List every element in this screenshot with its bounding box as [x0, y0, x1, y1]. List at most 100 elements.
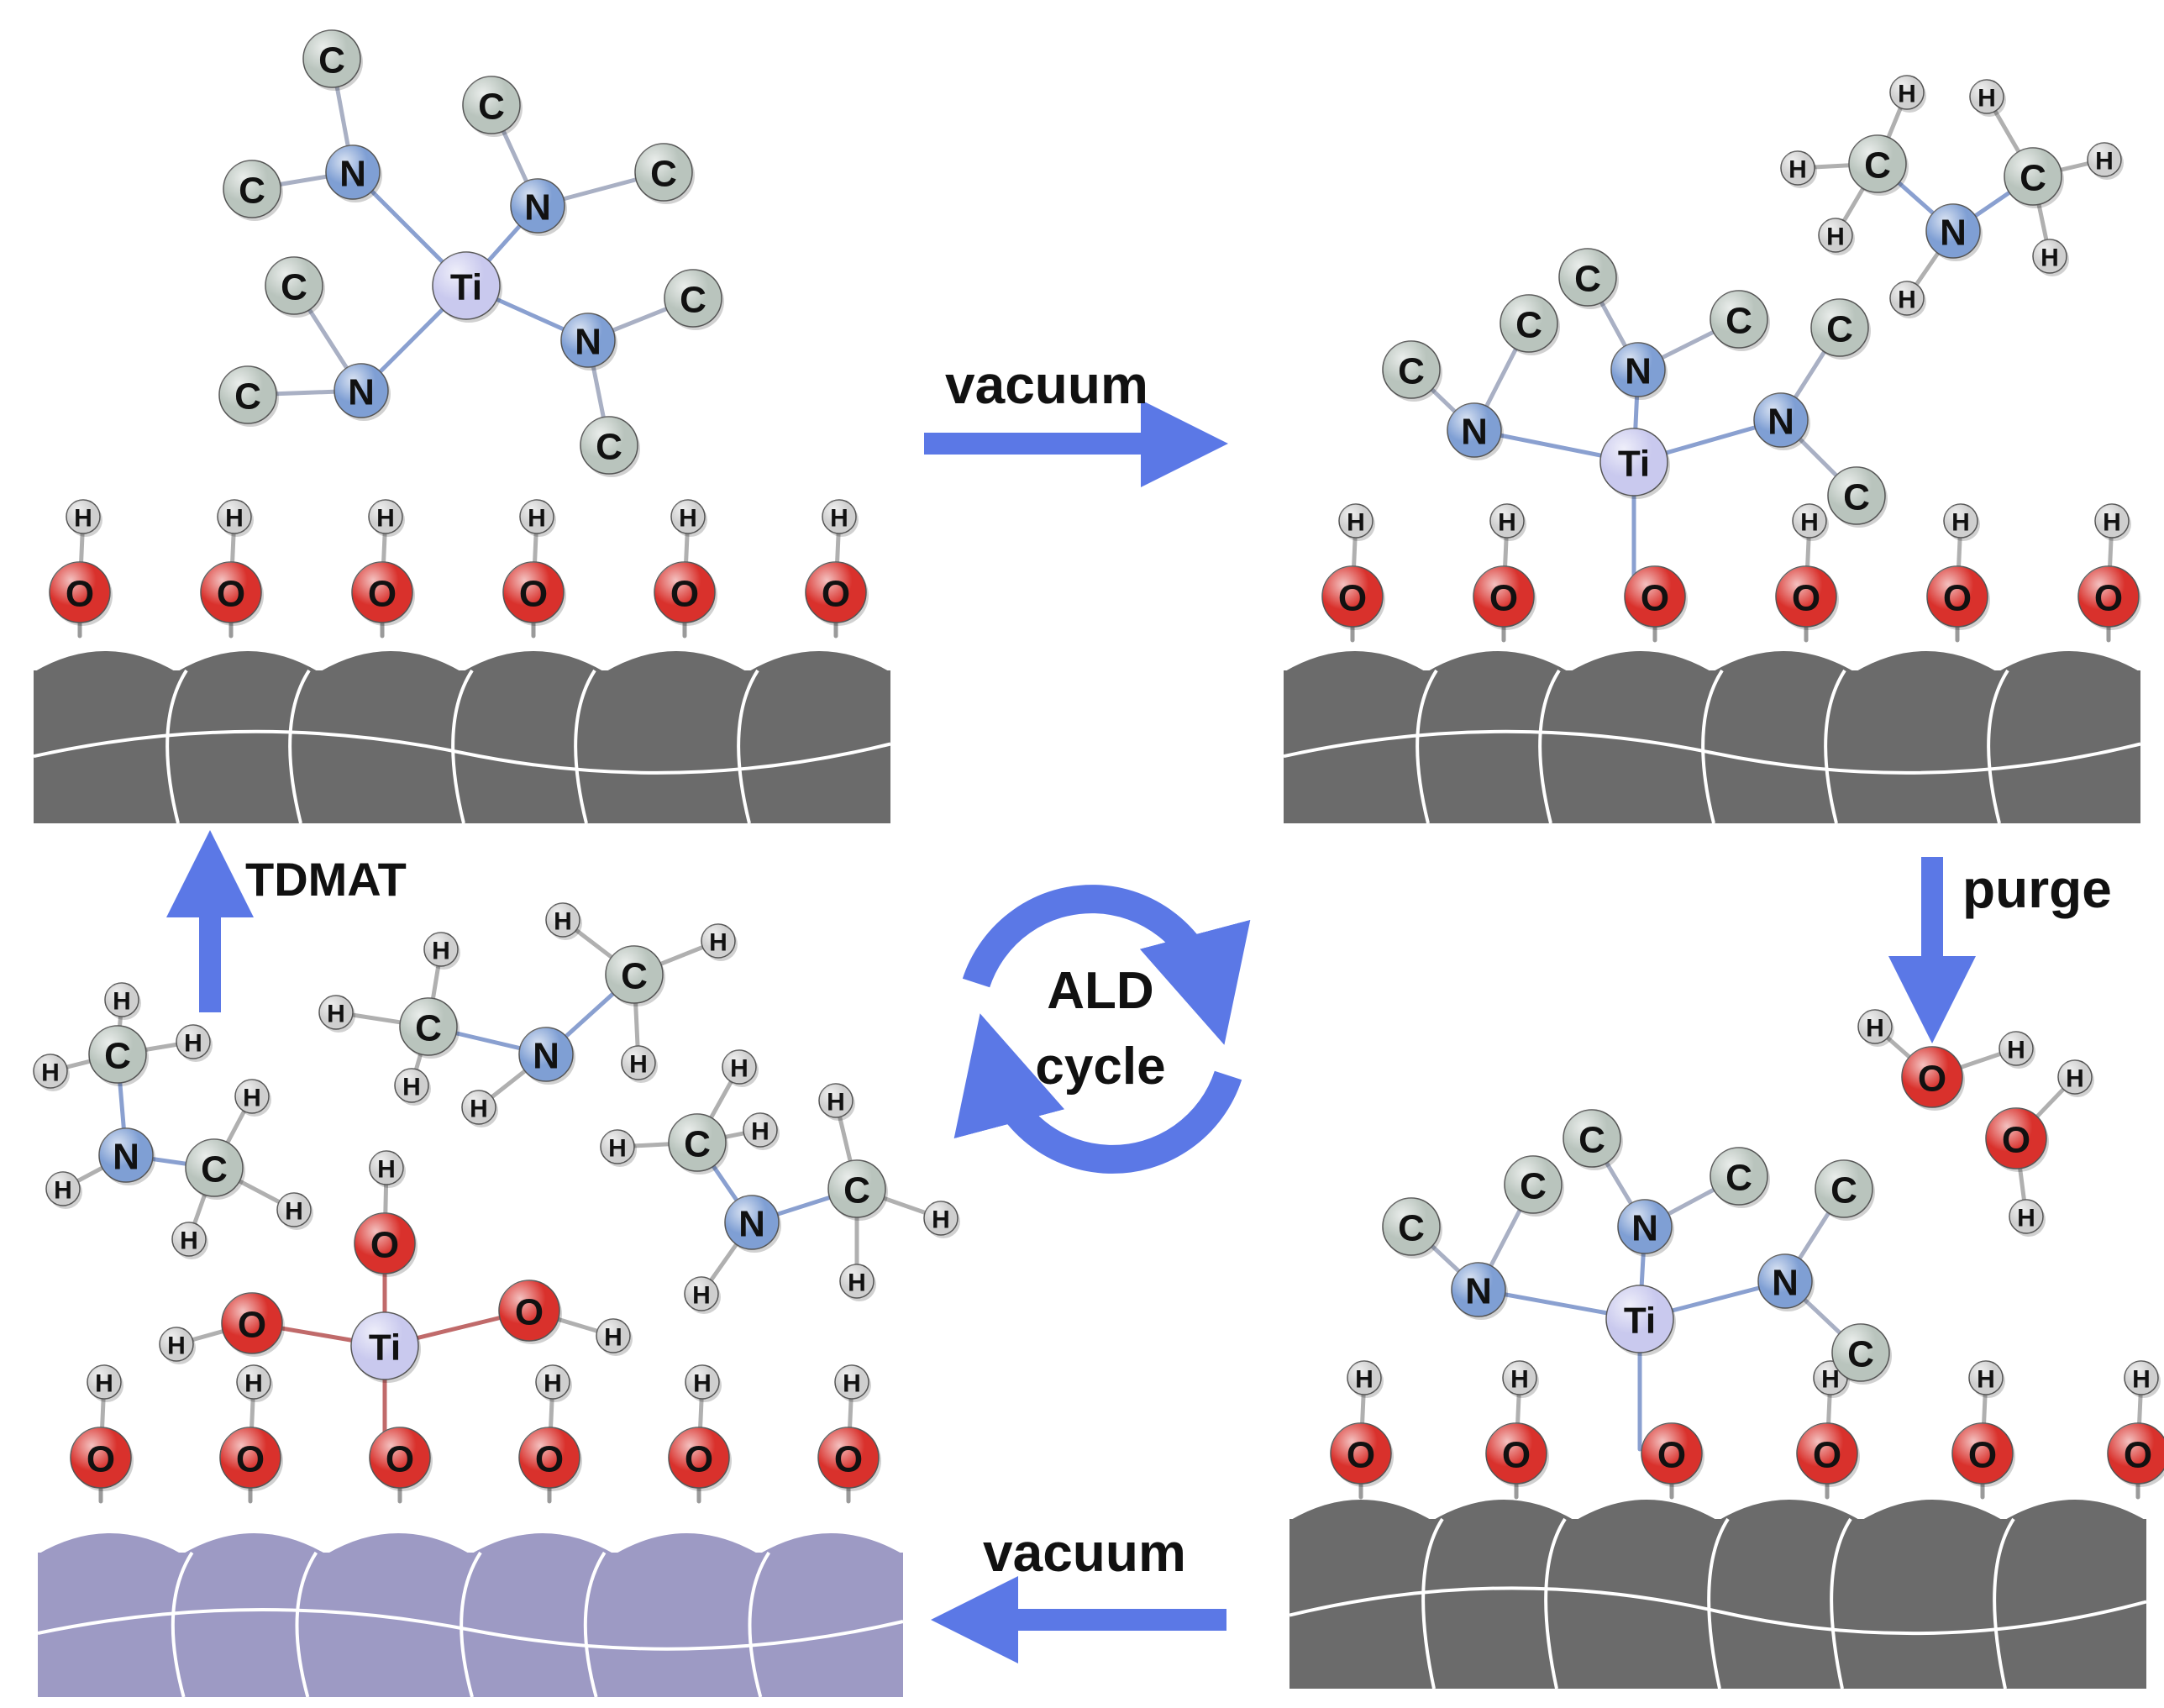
o-atom-label: O: [2002, 1120, 2030, 1161]
h-atom: H: [104, 982, 141, 1020]
h-atom: H: [1943, 503, 1980, 541]
h-atom-label: H: [1977, 1366, 1995, 1394]
h-atom: H: [545, 902, 582, 940]
n-atom-label: N: [524, 187, 551, 229]
h-atom-label: H: [1898, 81, 1916, 108]
h-atom-label: H: [1898, 286, 1916, 314]
h-atom-label: H: [377, 1156, 396, 1184]
h-atom-label: H: [843, 1370, 861, 1398]
tdmat-arrow: TDMAT: [166, 830, 407, 1012]
h-atom: H: [234, 1079, 271, 1117]
h-atom: H: [2057, 1059, 2094, 1097]
o-atom-label: O: [1813, 1435, 1841, 1476]
cycle-label-line1: ALD: [1047, 962, 1153, 1020]
h-atom-label: H: [2132, 1366, 2151, 1394]
h-atom-label: H: [848, 1269, 866, 1297]
h-atom-label: H: [2103, 509, 2121, 537]
o-atom: O: [70, 1427, 134, 1491]
h-atom: H: [394, 1068, 431, 1106]
c-atom-label: C: [1520, 1166, 1547, 1207]
h-atom-label: H: [54, 1177, 72, 1205]
h-atom: H: [66, 499, 102, 537]
c-atom-label: C: [621, 956, 648, 997]
n-atom-label: N: [738, 1204, 765, 1245]
o-atom: O: [805, 561, 869, 626]
h-atom-label: H: [470, 1096, 488, 1123]
n-atom: N: [1753, 392, 1810, 450]
purge-arrow: purge: [1888, 857, 2112, 1043]
c-atom-label: C: [650, 154, 677, 195]
c-atom: C: [302, 29, 363, 91]
h-atom-label: H: [95, 1370, 113, 1398]
n-atom-label: N: [113, 1137, 139, 1178]
o-atom-label: O: [370, 1225, 399, 1266]
h-atom: H: [236, 1364, 273, 1402]
o-atom: O: [1473, 565, 1536, 630]
h-atom: H: [45, 1171, 82, 1209]
c-atom: C: [634, 143, 695, 204]
c-atom-label: C: [684, 1124, 711, 1165]
cycle-label-line2: cycle: [1035, 1038, 1165, 1096]
vacuum-label-bottom: vacuum: [983, 1522, 1186, 1583]
h-atom-label: H: [41, 1059, 60, 1087]
o-atom: O: [49, 561, 113, 626]
o-atom-label: O: [1943, 578, 1972, 619]
h-atom-label: H: [376, 505, 395, 533]
c-atom-label: C: [1864, 145, 1891, 187]
h-atom-label: H: [184, 1030, 202, 1058]
h-atom: H: [461, 1090, 498, 1127]
o-atom: O: [518, 1427, 582, 1491]
h-atom: H: [33, 1054, 70, 1091]
o-atom-label: O: [66, 574, 94, 615]
c-atom-label: C: [1398, 351, 1425, 392]
h-atom-label: H: [1800, 509, 1819, 537]
n-atom: N: [334, 363, 391, 421]
o-atom: O: [1985, 1107, 2049, 1172]
o-atom-label: O: [834, 1439, 863, 1480]
o-atom: O: [817, 1427, 881, 1491]
c-atom: C: [1848, 134, 1909, 196]
o-atom: O: [502, 561, 566, 626]
n-atom: N: [325, 145, 382, 202]
c-atom-label: C: [680, 280, 706, 321]
h-atom: H: [834, 1364, 871, 1402]
ald-cycle-indicator: ALD cycle: [953, 885, 1251, 1174]
h-atom: H: [596, 1318, 633, 1356]
h-atom: H: [217, 499, 254, 537]
n-atom: N: [510, 178, 567, 236]
h-atom-label: H: [1788, 156, 1807, 184]
h-atom-label: H: [604, 1324, 622, 1352]
o-atom-label: O: [1968, 1435, 1997, 1476]
c-atom-label: C: [1725, 301, 1752, 342]
ti-atom: Ti: [1605, 1285, 1676, 1356]
h-atom: H: [600, 1129, 637, 1167]
h-atom: H: [2124, 1360, 2161, 1398]
tdmat-label: TDMAT: [245, 853, 407, 906]
o-atom: O: [1624, 565, 1688, 630]
o-atom-label: O: [368, 574, 397, 615]
substrate: [33, 651, 891, 824]
o-atom: O: [369, 1427, 433, 1491]
h-atom: H: [176, 1024, 213, 1062]
o-atom: O: [221, 1292, 285, 1357]
n-atom-label: N: [1772, 1263, 1799, 1304]
c-atom-label: C: [201, 1149, 228, 1190]
n-atom-label: N: [1465, 1271, 1492, 1312]
h-atom-label: H: [243, 1085, 261, 1112]
n-atom-label: N: [1631, 1208, 1658, 1249]
h-atom-label: H: [285, 1198, 303, 1226]
h-atom: H: [1780, 150, 1817, 188]
o-atom-label: O: [1657, 1435, 1686, 1476]
h-atom: H: [159, 1327, 196, 1364]
h-atom-label: H: [167, 1332, 186, 1360]
c-atom-label: C: [1826, 309, 1853, 350]
h-atom: H: [1889, 281, 1926, 318]
substrate: [37, 1533, 904, 1698]
h-atom-label: H: [679, 505, 697, 533]
c-atom-label: C: [318, 40, 345, 81]
o-atom: O: [1330, 1422, 1394, 1487]
h-atom: H: [1347, 1360, 1384, 1398]
h-atom: H: [670, 499, 707, 537]
n-atom-label: N: [1940, 213, 1967, 254]
c-atom-label: C: [1515, 305, 1542, 346]
